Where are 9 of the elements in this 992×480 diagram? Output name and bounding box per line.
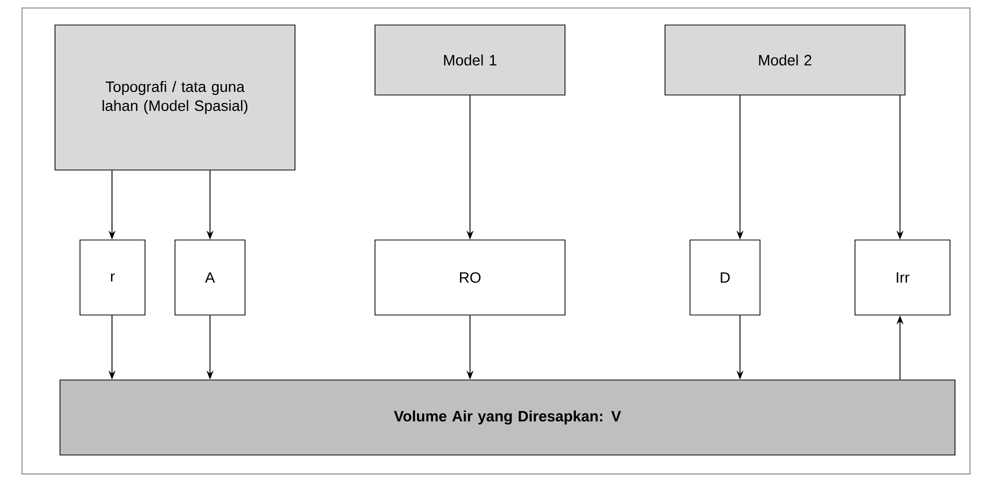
variable-box: Irr xyxy=(854,240,950,316)
result-bar: Volume Air yang Diresapkan: V xyxy=(60,380,956,456)
model-box: Model 1 xyxy=(374,24,566,96)
variable-box: r xyxy=(80,240,146,316)
variable-box: A xyxy=(174,240,246,316)
model-box: Model 2 xyxy=(664,24,906,96)
model-box: Topografi / tata guna lahan (Model Spasial) xyxy=(54,24,296,170)
variable-box: RO xyxy=(374,240,566,316)
variable-box: D xyxy=(690,240,760,316)
